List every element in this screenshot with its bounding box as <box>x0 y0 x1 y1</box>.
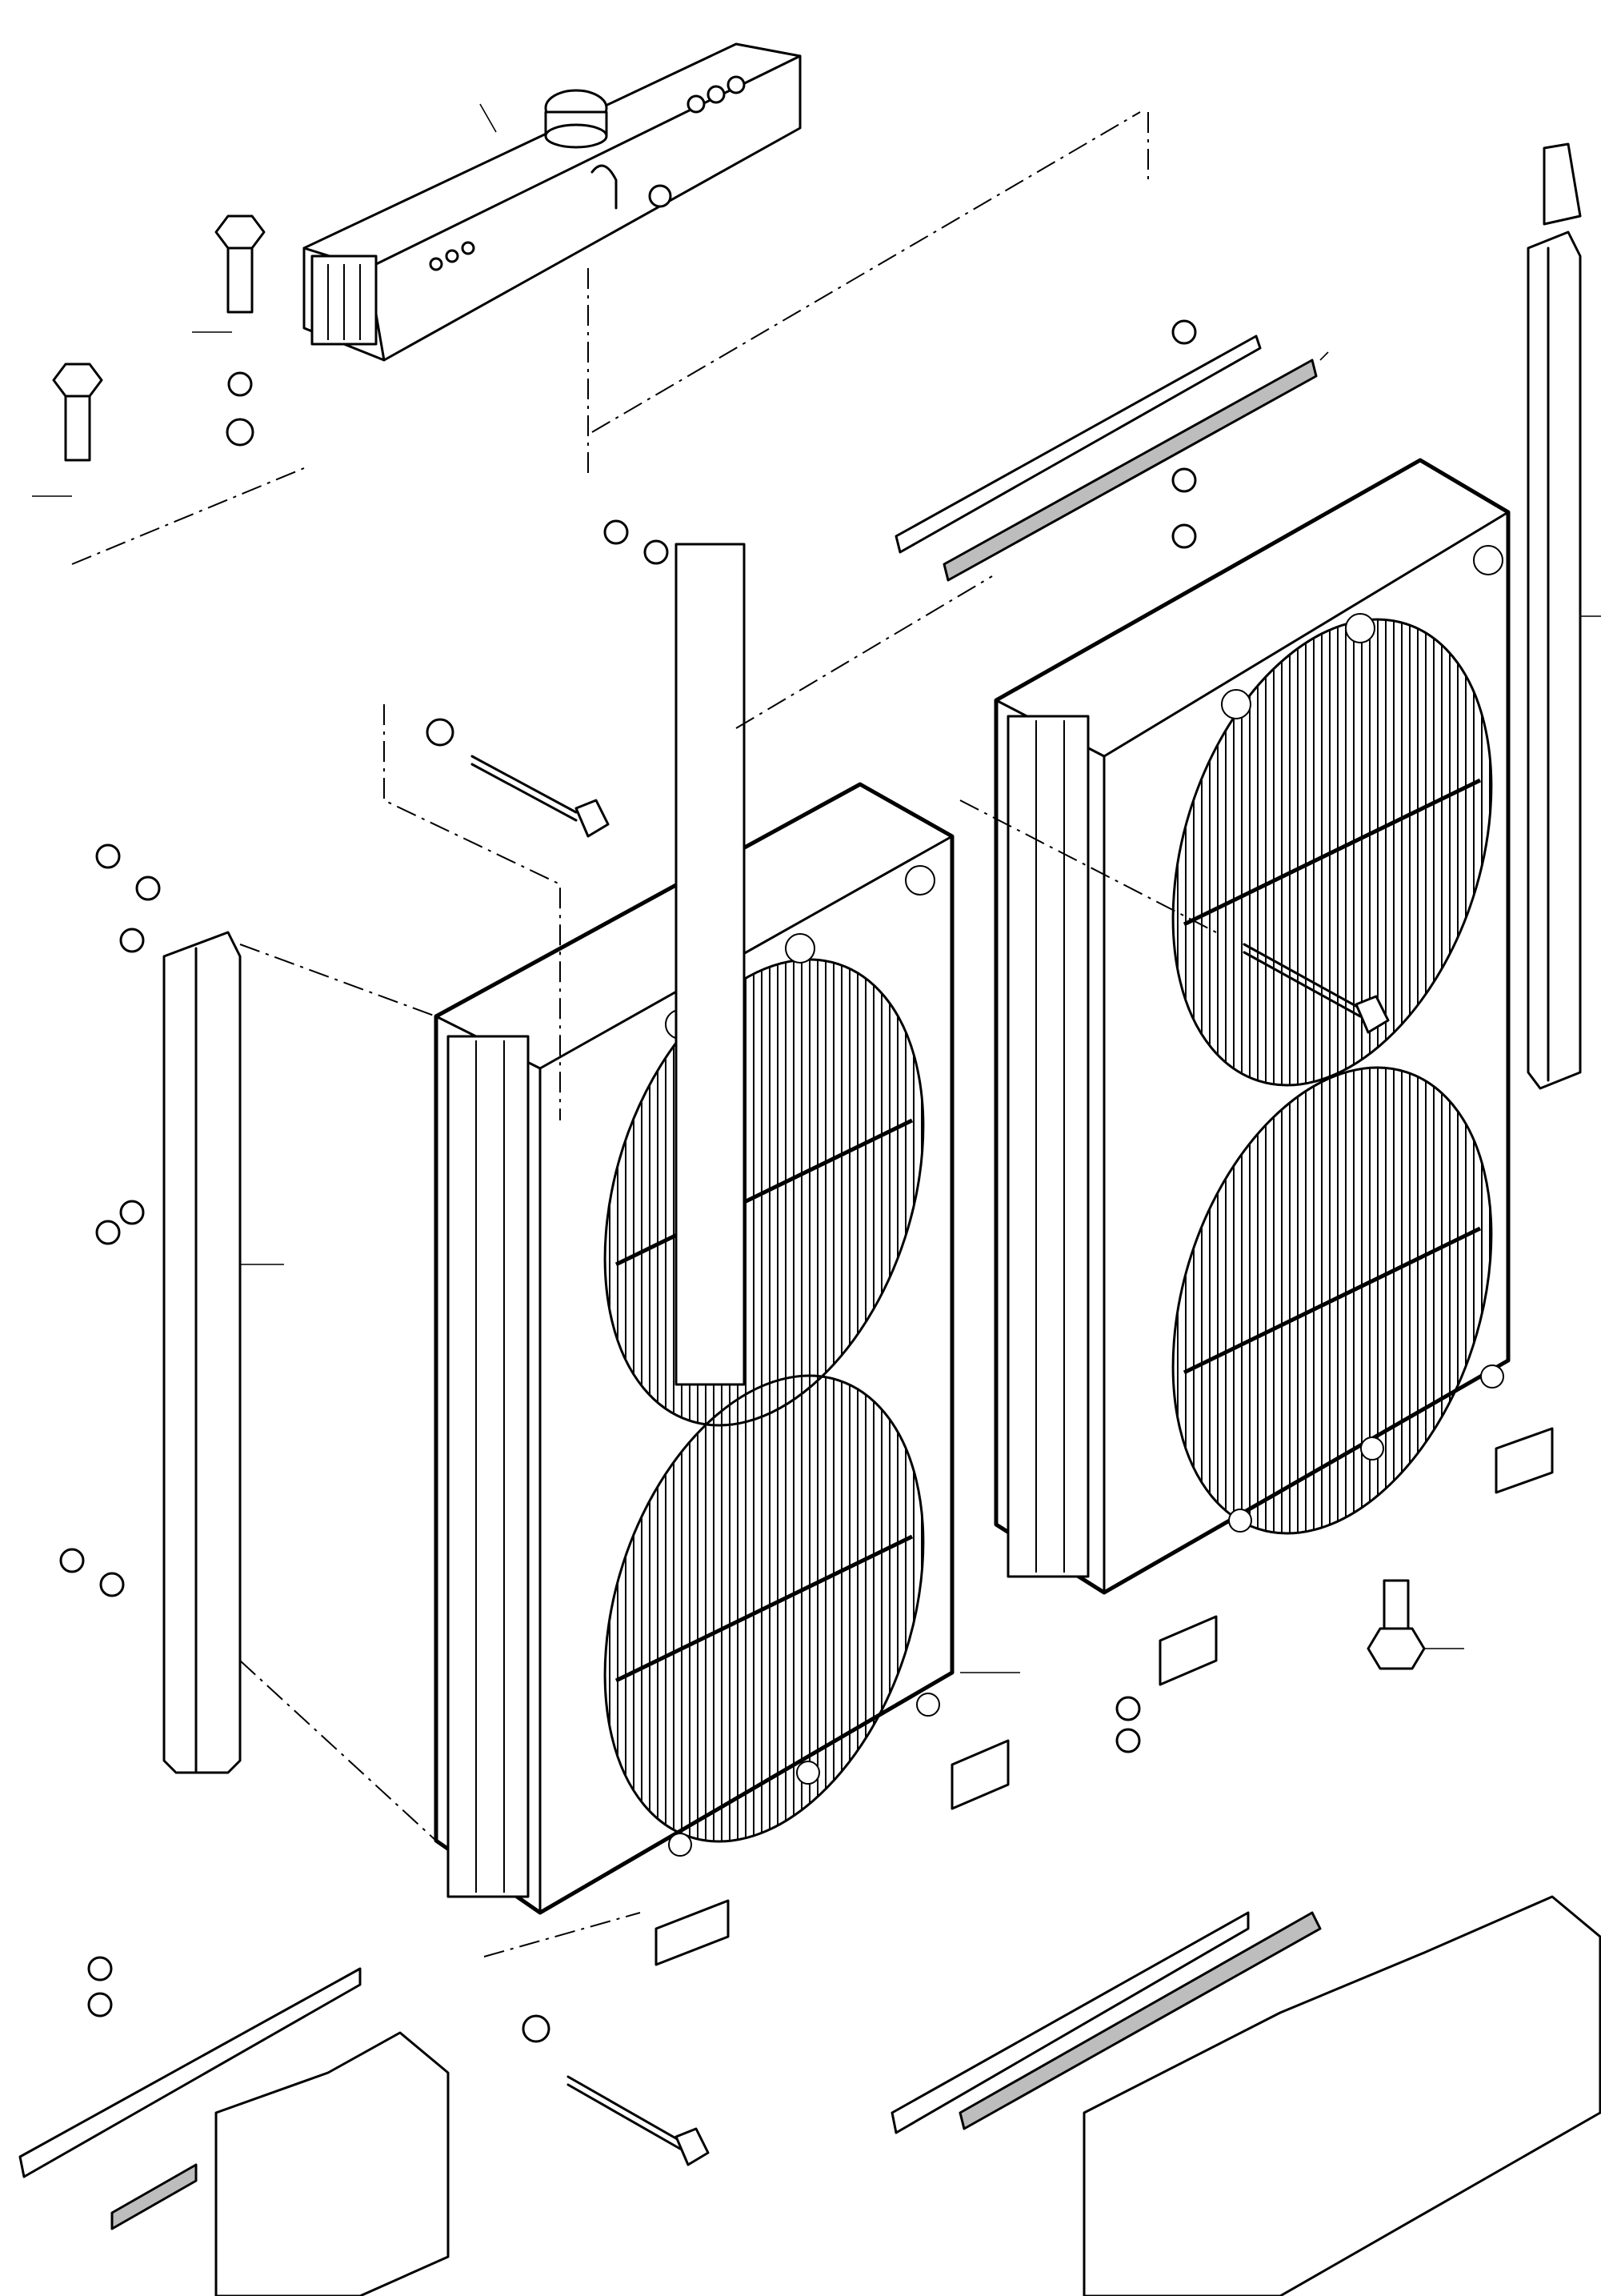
assembly-path-lines <box>71 111 1217 1957</box>
center-vertical-strap <box>674 543 746 1386</box>
angle-iron-bottom-left <box>18 1967 362 2230</box>
hex-bolt-icon <box>52 214 1426 2166</box>
angle-iron-top <box>895 335 1318 582</box>
top-right-bracket <box>1543 142 1582 226</box>
washer-icon <box>87 319 1197 2043</box>
angle-iron-bottom-right <box>891 1911 1322 2134</box>
left-vertical-brace <box>162 931 242 1774</box>
cover-plates <box>654 1427 1554 1966</box>
right-vertical-brace <box>1527 230 1582 1090</box>
frame-rail-right <box>1083 1895 1601 2296</box>
top-header-tank <box>302 42 802 362</box>
radiator-core-rear <box>994 458 1528 1595</box>
frame-rail-left <box>214 2031 450 2296</box>
hex-nut-icon <box>59 418 1197 1981</box>
leader-lines <box>32 103 1601 1673</box>
